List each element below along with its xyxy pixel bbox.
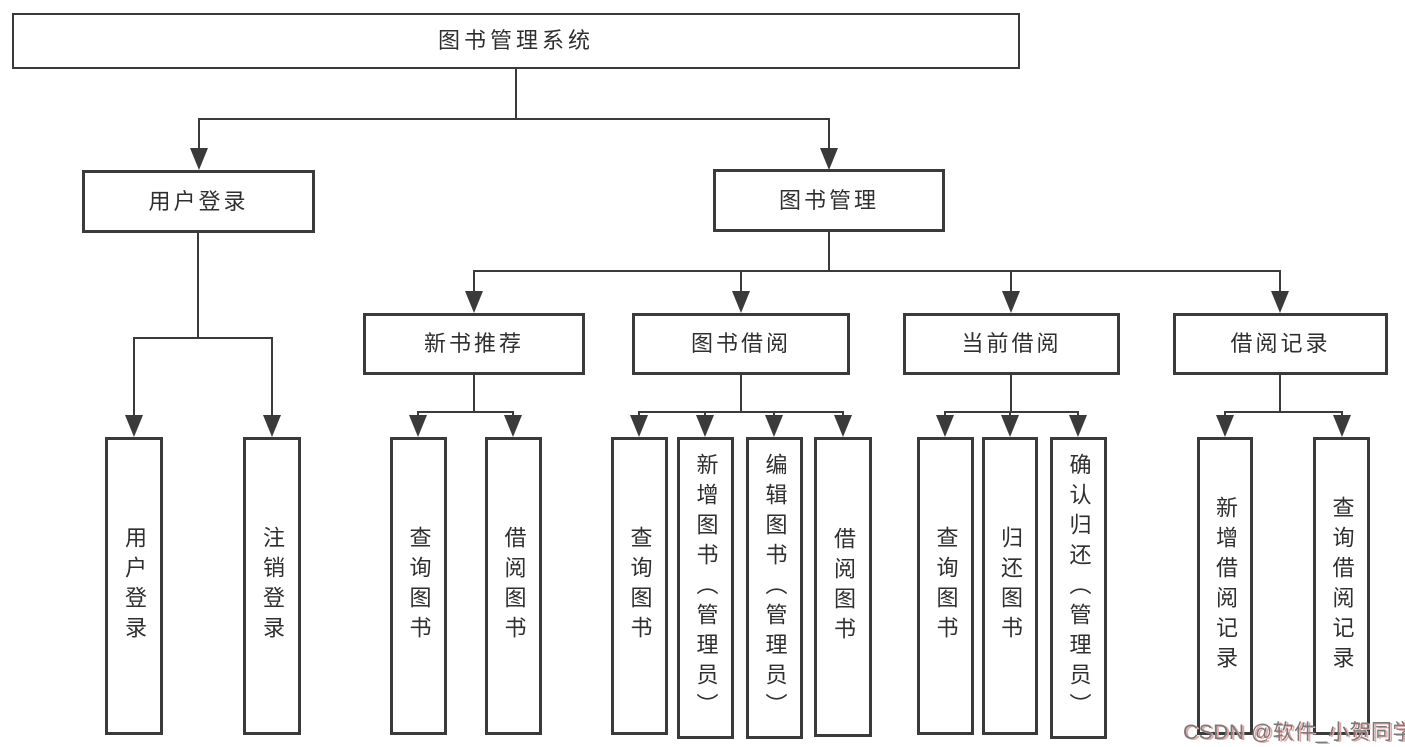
node-label: 查询图书 xyxy=(406,526,432,646)
node-label: 借阅图书 xyxy=(501,526,527,646)
connector-arrow xyxy=(1077,411,1079,415)
leaf-cb-query-books: 查询图书 xyxy=(917,437,974,735)
node-book-management: 图书管理 xyxy=(713,169,945,232)
connector-line xyxy=(828,232,830,272)
leaf-nb-borrow-books: 借阅图书 xyxy=(485,437,542,735)
connector-arrow xyxy=(704,411,706,415)
connector-line xyxy=(638,411,843,413)
leaf-br-add-record: 新增借阅记录 xyxy=(1197,437,1253,735)
node-borrowing-records: 借阅记录 xyxy=(1173,313,1388,375)
node-label: 编辑图书（管理员） xyxy=(762,453,788,723)
connector-line xyxy=(1224,411,1342,413)
connector-line xyxy=(1279,375,1281,413)
node-label: 借阅图书 xyxy=(831,527,856,647)
node-label: 图书管理 xyxy=(778,187,879,213)
node-current-borrowing: 当前借阅 xyxy=(903,313,1120,375)
node-book-borrowing: 图书借阅 xyxy=(632,313,850,375)
connector-arrow xyxy=(944,411,946,415)
connector-arrow xyxy=(1279,270,1281,291)
node-label: 当前借阅 xyxy=(961,331,1062,356)
leaf-logout: 注销登录 xyxy=(243,437,301,735)
connector-arrow xyxy=(638,411,640,415)
connector-arrow xyxy=(1341,411,1343,415)
node-label: 新书推荐 xyxy=(423,331,524,356)
connector-line xyxy=(740,375,742,413)
leaf-bb-query-books: 查询图书 xyxy=(611,437,668,735)
node-label: 归还图书 xyxy=(998,526,1023,646)
leaf-br-query-record: 查询借阅记录 xyxy=(1313,437,1370,735)
node-root: 图书管理系统 xyxy=(12,13,1020,69)
connector-arrow xyxy=(1009,411,1011,415)
connector-line xyxy=(197,233,199,339)
node-label: 查询图书 xyxy=(933,526,959,646)
connector-arrow xyxy=(512,411,514,415)
connector-line xyxy=(473,270,1281,272)
connector-arrow xyxy=(198,118,200,148)
leaf-bb-borrow-books: 借阅图书 xyxy=(814,437,872,737)
node-label: 注销登录 xyxy=(260,526,285,646)
connector-line xyxy=(198,118,830,120)
connector-arrow xyxy=(133,337,135,415)
node-label: 查询图书 xyxy=(627,526,653,646)
connector-arrow xyxy=(740,270,742,291)
connector-arrow xyxy=(473,270,475,291)
connector-arrow xyxy=(1224,411,1226,415)
connector-line xyxy=(133,337,273,339)
node-label: 用户登录 xyxy=(122,526,147,646)
node-label: 借阅记录 xyxy=(1230,331,1331,356)
node-new-book-recommendation: 新书推荐 xyxy=(363,313,585,375)
connector-arrow xyxy=(828,118,830,148)
node-label: 新增借阅记录 xyxy=(1213,496,1238,676)
connector-arrow xyxy=(271,337,273,415)
connector-line xyxy=(1010,375,1012,413)
leaf-cb-return-books: 归还图书 xyxy=(982,437,1038,735)
connector-line xyxy=(515,69,517,120)
node-label: 图书管理系统 xyxy=(437,28,594,53)
connector-line xyxy=(473,375,475,413)
node-user-login: 用户登录 xyxy=(82,170,315,233)
leaf-user-login: 用户登录 xyxy=(105,437,163,735)
connector-line xyxy=(944,411,1079,413)
node-label: 图书借阅 xyxy=(690,331,791,356)
node-label: 确认归还（管理员） xyxy=(1066,453,1092,723)
connector-arrow xyxy=(417,411,419,415)
watermark: CSDN @软件_小贺同学 xyxy=(1183,721,1405,744)
connector-arrow xyxy=(1010,270,1012,291)
leaf-bb-add-books-admin: 新增图书（管理员） xyxy=(677,437,734,739)
node-label: 新增图书（管理员） xyxy=(693,453,719,723)
leaf-cb-confirm-return-admin: 确认归还（管理员） xyxy=(1050,437,1107,739)
leaf-bb-edit-books-admin: 编辑图书（管理员） xyxy=(746,437,803,739)
node-label: 用户登录 xyxy=(148,188,249,214)
connector-arrow xyxy=(773,411,775,415)
connector-arrow xyxy=(842,411,844,415)
leaf-nb-query-books: 查询图书 xyxy=(390,437,447,735)
node-label: 查询借阅记录 xyxy=(1329,496,1355,676)
connector-line xyxy=(418,411,514,413)
